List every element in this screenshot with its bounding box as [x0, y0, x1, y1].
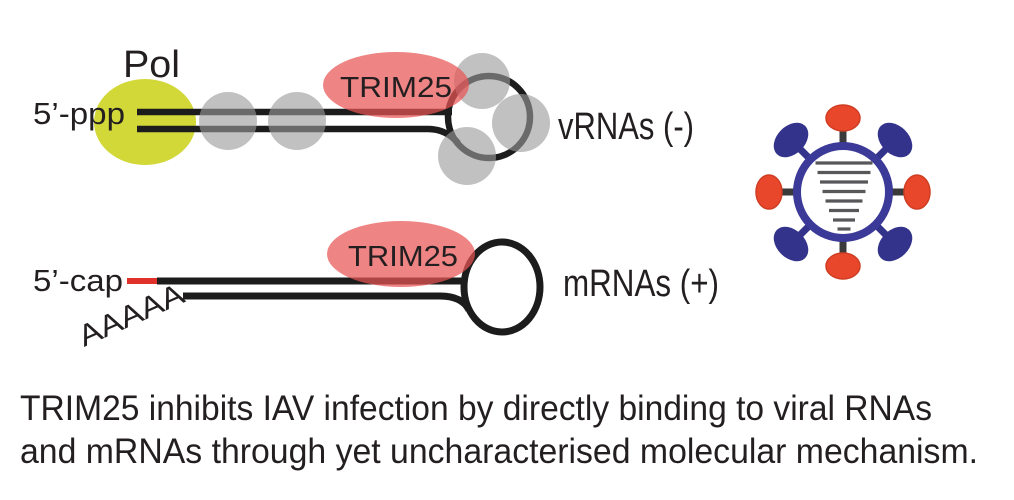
polymerase-blob	[94, 79, 196, 165]
vrna-diagram: Pol 5’-ppp TRIM25 vRNAs (-)	[33, 44, 694, 185]
np-bead	[454, 53, 510, 109]
virus-genome-segments	[815, 161, 873, 231]
caption-line-1: TRIM25 inhibits IAV infection by directl…	[20, 389, 932, 428]
np-bead	[268, 92, 326, 150]
virus-blue-spikes	[773, 122, 913, 262]
caption-line-2: and mRNAs through yet uncharacterised mo…	[20, 432, 978, 471]
mrna-strand-label: mRNAs (+)	[563, 263, 719, 305]
mrna-strand-bottom	[183, 292, 473, 312]
pol-label: Pol	[123, 44, 180, 86]
blue-spike-nw	[773, 122, 809, 158]
caption: TRIM25 inhibits IAV infection by directl…	[20, 389, 978, 471]
virus-icon	[755, 104, 931, 280]
np-bead	[492, 94, 550, 152]
np-bead	[199, 92, 257, 150]
np-protein-beads	[199, 53, 550, 185]
np-bead	[438, 127, 496, 185]
red-spike-w	[755, 174, 783, 210]
blue-spike-sw	[773, 226, 809, 262]
mrna-diagram: 5’-cap AAAAA TRIM25 mRNAs (+)	[33, 221, 719, 353]
mrna-hairpin-loop	[460, 238, 544, 336]
red-spike-s	[825, 252, 861, 280]
red-spike-n	[825, 104, 861, 132]
trim25-label-mrna: TRIM25	[348, 241, 458, 273]
mrna-five-prime-label: 5’-cap	[33, 263, 123, 298]
blue-spike-ne	[877, 122, 913, 158]
trim25-label-vrna: TRIM25	[340, 72, 452, 104]
blue-spike-se	[877, 226, 913, 262]
vrna-five-prime-label: 5’-ppp	[33, 96, 125, 131]
virus-red-spikes	[755, 104, 931, 280]
red-spike-e	[903, 174, 931, 210]
vrna-strand-label: vRNAs (-)	[558, 106, 694, 148]
trim25-blob-mrna	[327, 221, 475, 287]
trim25-blob-vrna	[323, 52, 469, 118]
